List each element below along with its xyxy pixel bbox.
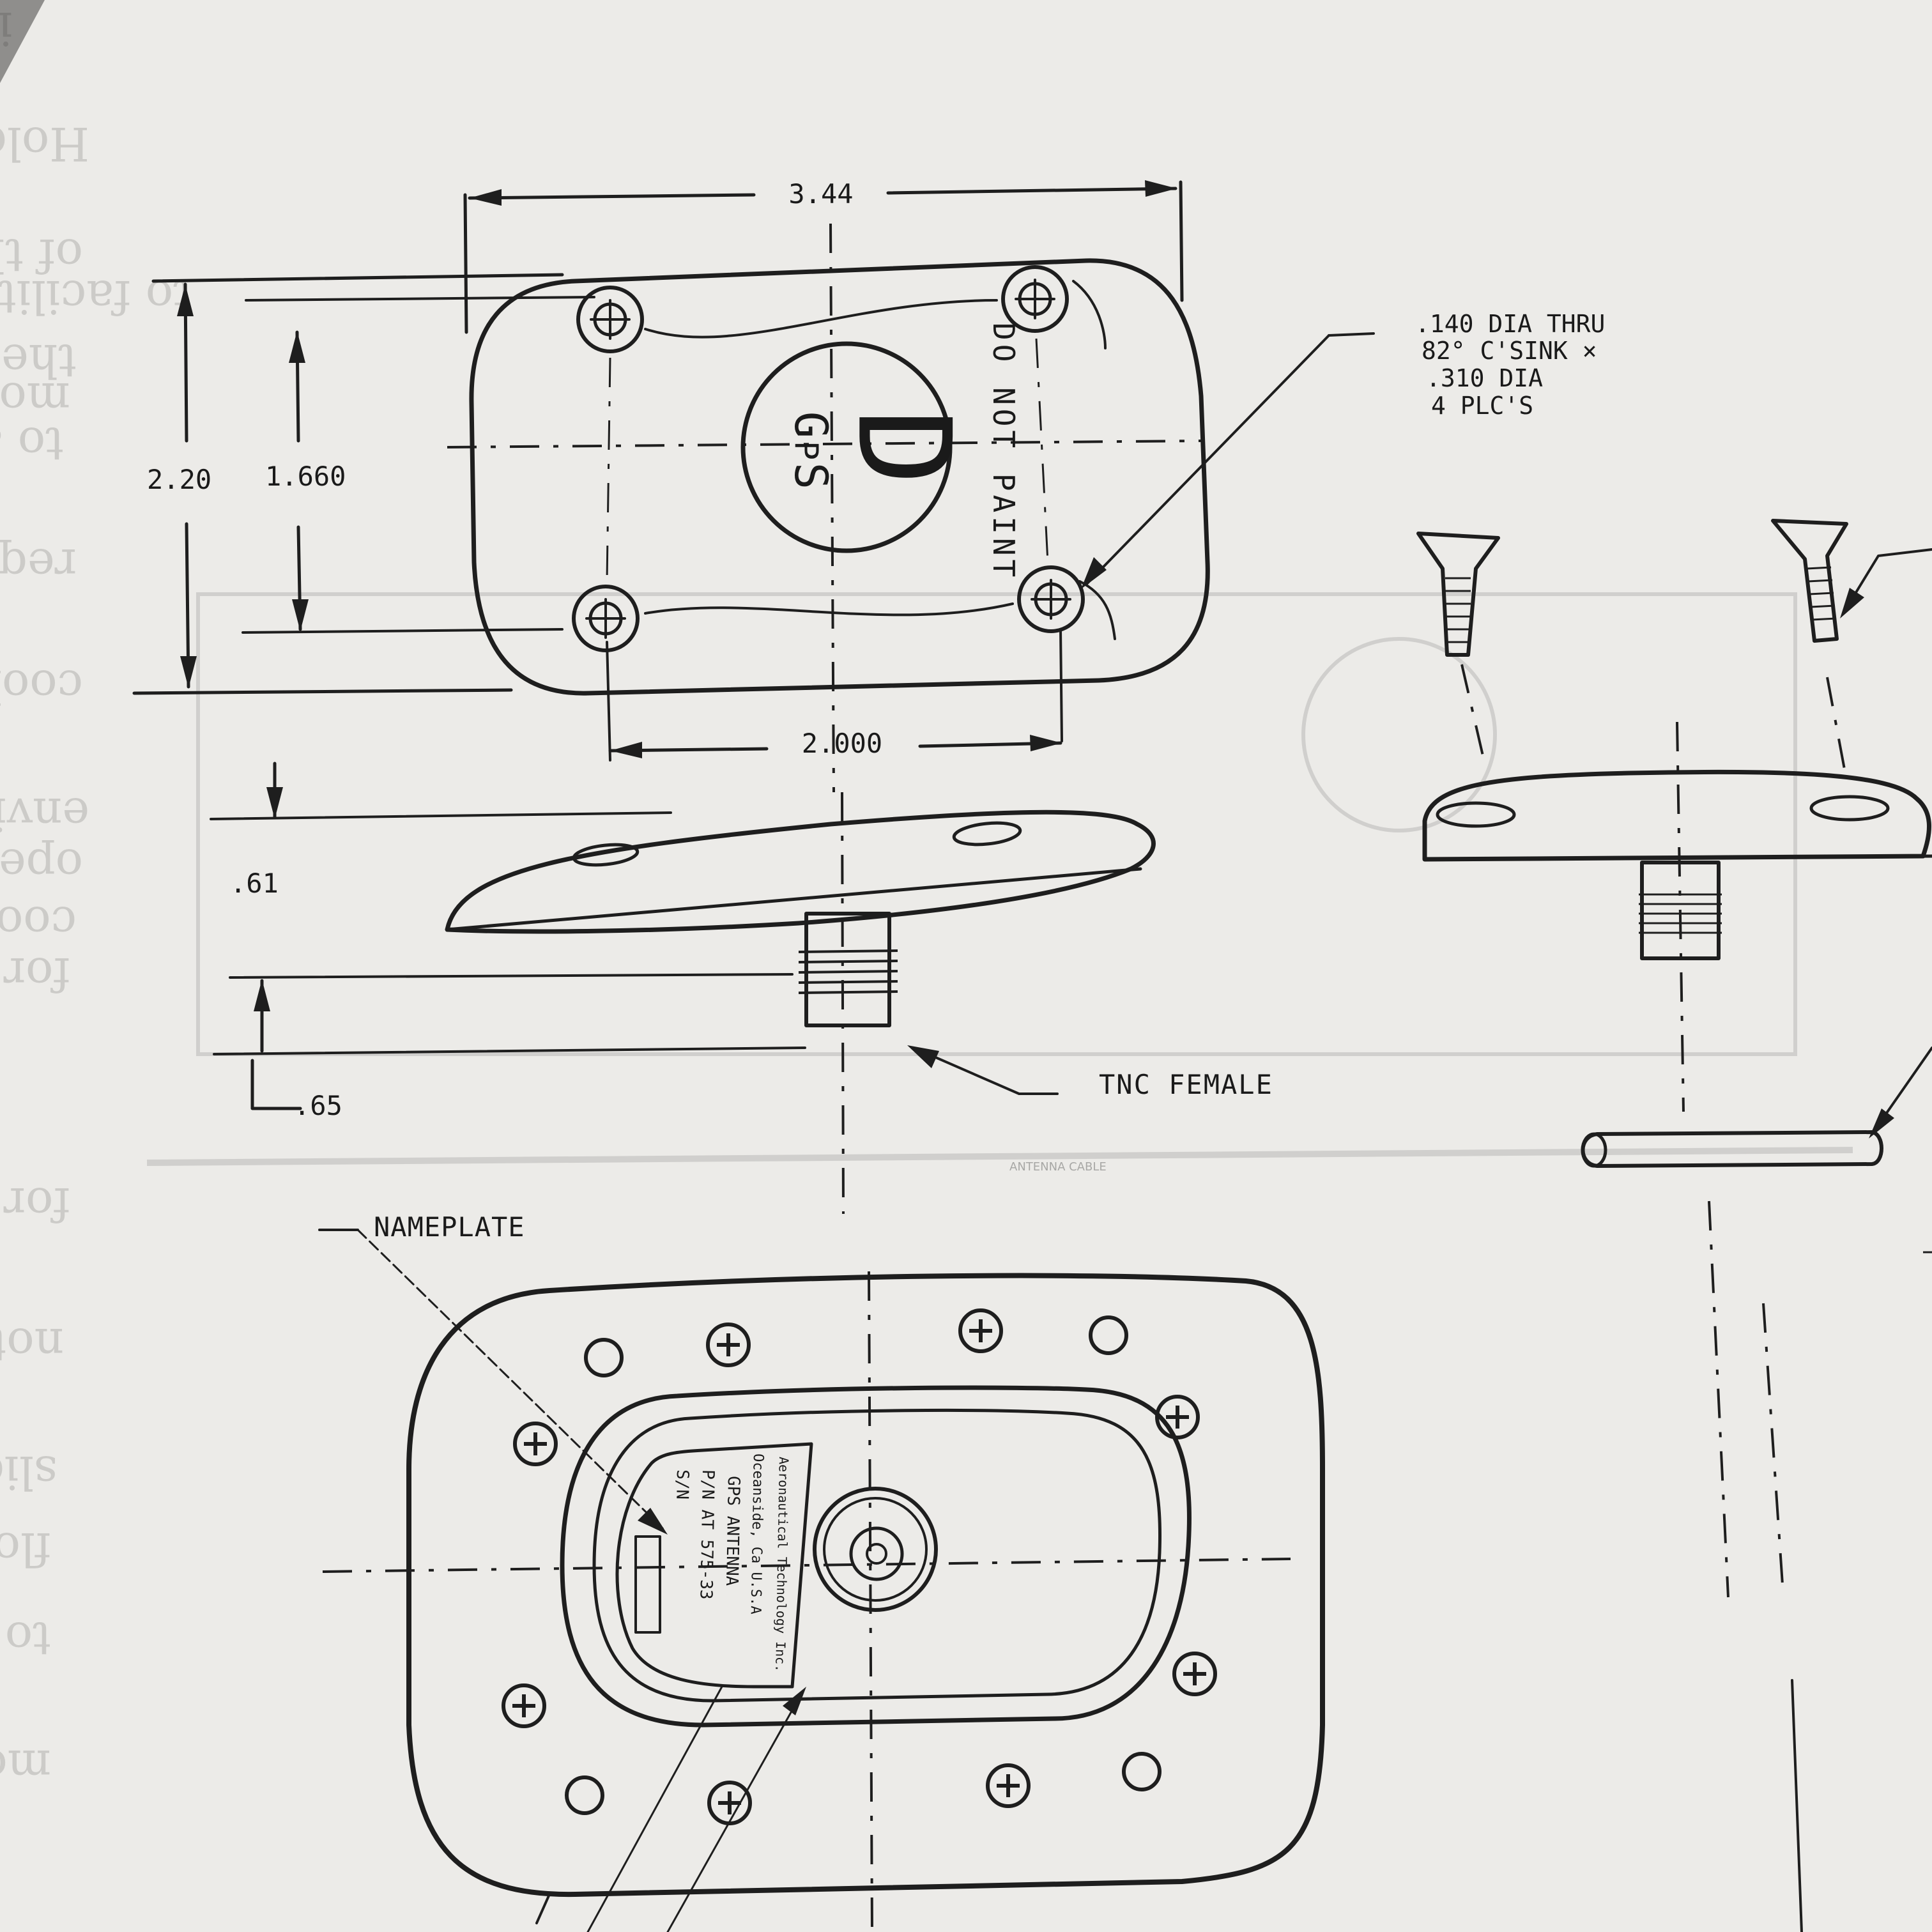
tnc-connector xyxy=(804,912,891,1027)
screw-icon xyxy=(706,1322,751,1367)
dimension-hole-horizontal: 2.000 xyxy=(608,728,1062,759)
bleed-through-line: the unit in the mounting rack and secure… xyxy=(0,334,77,388)
mounting-hole xyxy=(1001,265,1069,333)
dim-0-65: .65 xyxy=(294,1090,342,1121)
nameplate-line-5: S/N xyxy=(672,1469,692,1499)
dimension-overall-height: 2.20 xyxy=(147,282,211,689)
nameplate-line-2: Oceanside, Ca U.S.A xyxy=(747,1453,766,1614)
dim-3-44: 3.44 xyxy=(788,178,853,210)
bleed-through-line: operation on the ground at high temperat… xyxy=(0,839,83,893)
exploded-view xyxy=(1416,519,1932,1932)
mounting-hole xyxy=(1017,565,1085,633)
logo-letter: D xyxy=(829,409,977,486)
bleed-through-line: for the circulation of cool air around a… xyxy=(0,1177,70,1231)
dimension-hole-vertical: 1.660 xyxy=(265,330,346,631)
screw-icon xyxy=(986,1763,1031,1808)
bleed-through-line: for the circulation of cool air around a… xyxy=(0,947,70,1001)
dim-2-20: 2.20 xyxy=(147,464,211,495)
mounting-hole xyxy=(576,286,644,353)
nameplate-line-4: P/N AT 575-33 xyxy=(696,1469,717,1600)
bleed-through-text: installation / refer to the top of the c… xyxy=(0,2,192,1793)
logo-letter-p: P xyxy=(788,441,825,460)
bleed-through-line: to be applied to the cover plate if nece… xyxy=(0,1612,51,1666)
perimeter-fasteners xyxy=(502,1308,1217,1825)
mounting-hole xyxy=(572,585,640,652)
bleed-through-line: cooling air may be not be required for t… xyxy=(0,896,77,950)
hole-spec-line-3: .310 DIA xyxy=(1426,364,1543,392)
bleed-through-line: required for power supply, connected thr… xyxy=(0,539,77,592)
bleed-through-line: not often be operated in high ambient te… xyxy=(0,1318,64,1372)
hole-icon xyxy=(565,1775,604,1815)
nameplate-line-3: GPS ANTENNA xyxy=(722,1476,743,1586)
bleed-through-line: to facilitate servicing of the connector… xyxy=(0,270,192,324)
top-view: D G P S DO NOT PAINT xyxy=(132,180,1210,793)
bleed-caption: ANTENNA CABLE xyxy=(1009,1160,1107,1174)
tnc-female-label: TNC FEMALE xyxy=(1099,1069,1273,1100)
screw-icon xyxy=(513,1422,558,1466)
bleed-through-line: flows unpressurized overall and during m… xyxy=(0,1522,51,1576)
do-not-paint-label: DO NOT PAINT xyxy=(986,323,1021,581)
bleed-through-line: to attach the unit to its mounting tray. xyxy=(0,417,64,471)
screw-icon xyxy=(1172,1652,1217,1696)
bleed-through-line: of the mounting tray (Figure 5) and conn… xyxy=(0,229,83,282)
bleed-through-line: environmental conditions of operation at… xyxy=(0,788,89,841)
hole-icon xyxy=(1089,1315,1128,1355)
bleed-through-line: slightly overall so the unit rests on th… xyxy=(0,1446,57,1499)
bleed-through-line: more than needed. xyxy=(0,1740,51,1793)
dim-1-660: 1.660 xyxy=(265,461,346,492)
tnc-female-callout: TNC FEMALE xyxy=(907,1045,1273,1100)
bleed-through-line: mounting tray in the same. Wire the conn… xyxy=(0,372,70,426)
connector-face xyxy=(813,1487,938,1612)
side-view xyxy=(445,792,1156,1215)
bleed-through-shapes xyxy=(146,592,1853,1166)
dimension-overall-width: 3.44 xyxy=(468,178,1177,210)
logo-letter-g: G xyxy=(785,411,837,438)
gps-logo-circle xyxy=(740,341,953,553)
bleed-through-line: installation / refer to the top of the c… xyxy=(0,2,13,56)
dimension-body-height: .61 xyxy=(210,762,793,1053)
hole-icon xyxy=(584,1338,624,1377)
hole-spec-line-1: .140 DIA THRU xyxy=(1415,310,1605,338)
dim-0-61: .61 xyxy=(230,868,279,899)
logo-letter-s: S xyxy=(785,463,837,489)
hole-spec-callout: .140 DIA THRU 82° C'SINK × .310 DIA 4 PL… xyxy=(1081,310,1605,589)
nameplate-label: NAMEPLATE xyxy=(374,1211,525,1243)
screw-icon xyxy=(1155,1395,1200,1439)
bleed-through-line: cooling air intake coupler. Cooling air … xyxy=(0,660,83,714)
hole-spec-line-4: 4 PLC'S xyxy=(1431,392,1533,420)
hole-spec-line-2: 82° C'SINK × xyxy=(1422,337,1597,365)
screw-icon xyxy=(958,1308,1003,1353)
bottom-view: Aeronautical Technology Inc. Oceanside, … xyxy=(322,1271,1325,1932)
nameplate-callout: NAMEPLATE xyxy=(318,1211,806,1932)
dimension-connector-height: .65 xyxy=(213,1046,806,1121)
dim-2-000: 2.000 xyxy=(802,728,882,759)
bleed-through-line: Hold the hood and the bezel until instal… xyxy=(0,117,89,171)
binder-edge xyxy=(0,0,45,83)
hole-icon xyxy=(1122,1752,1162,1791)
screw-icon xyxy=(502,1683,546,1728)
